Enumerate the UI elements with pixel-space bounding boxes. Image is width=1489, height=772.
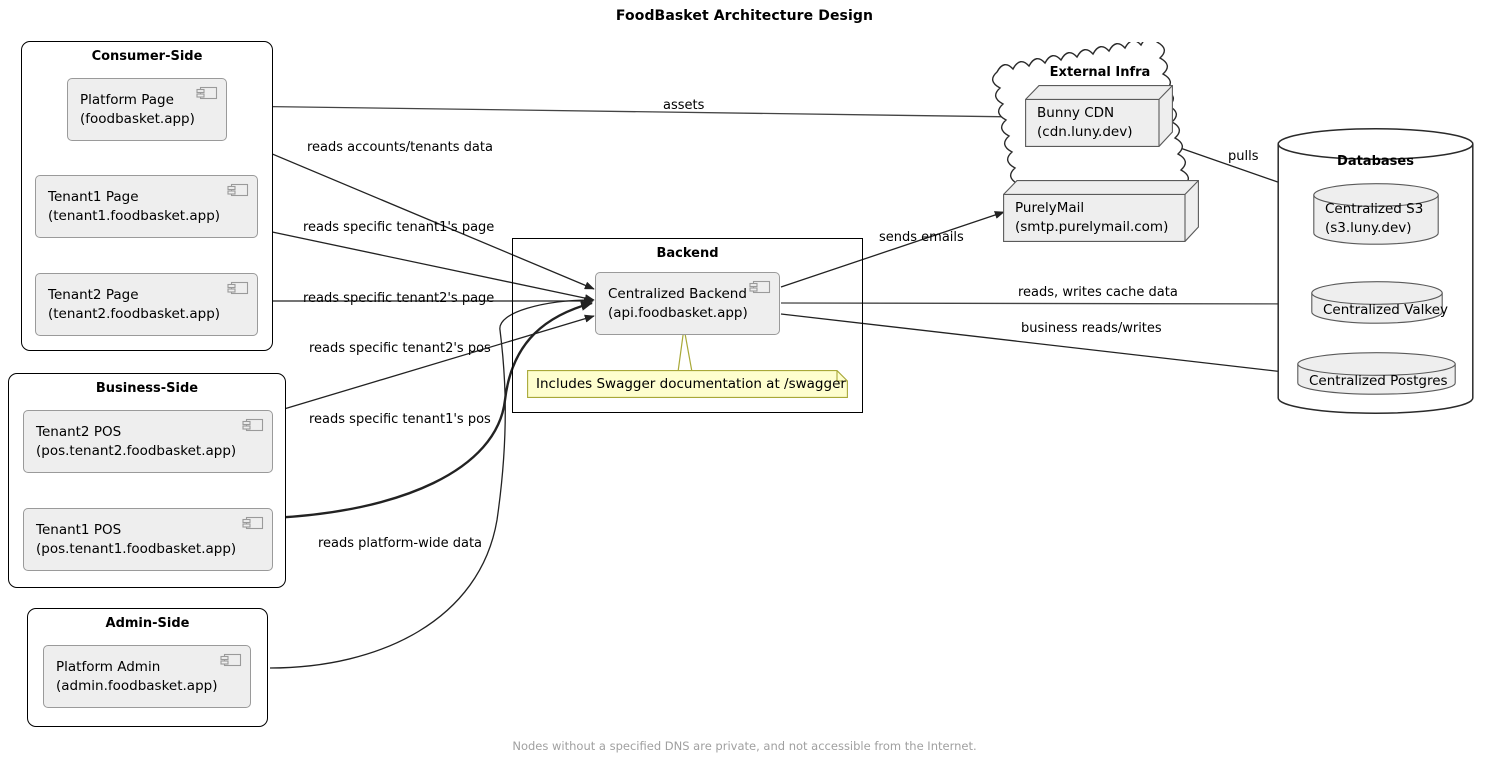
edge-label-accounts-tenants: reads accounts/tenants data [307, 140, 493, 155]
node-bunny-cdn[interactable]: Bunny CDN(cdn.luny.dev) [1025, 85, 1173, 147]
group-backend: Backend [512, 238, 863, 413]
edge-label-tenant2-page: reads specific tenant2's page [303, 291, 495, 306]
component-platform-admin[interactable]: Platform Admin(admin.foodbasket.app) [43, 645, 251, 708]
component-tenant1-page[interactable]: Tenant1 Page(tenant1.foodbasket.app) [35, 175, 258, 238]
edge-label-tenant2-pos: reads specific tenant2's pos [309, 341, 491, 356]
edge-label-cache-data: reads, writes cache data [1018, 285, 1178, 300]
component-tenant2-pos-label: Tenant2 POS(pos.tenant2.foodbasket.app) [36, 423, 237, 459]
database-centralized-valkey-label: Centralized Valkey [1323, 302, 1449, 318]
database-centralized-valkey[interactable]: Centralized Valkey [1311, 281, 1448, 324]
edge-label-platform-wide: reads platform-wide data [318, 536, 483, 551]
component-platform-admin-label: Platform Admin(admin.foodbasket.app) [56, 658, 218, 694]
group-databases-title: Databases [1337, 154, 1414, 169]
group-backend-title: Backend [656, 246, 719, 261]
edge-label-tenant1-page: reads specific tenant1's page [303, 220, 495, 235]
component-platform-page[interactable]: Platform Page(foodbasket.app) [67, 78, 227, 141]
edge-assets [226, 105, 1022, 121]
edge-label-business-rw: business reads/writes [1021, 321, 1162, 336]
component-tenant2-page-label: Tenant2 Page(tenant2.foodbasket.app) [48, 286, 221, 322]
diagram-footer-note: Nodes without a specified DNS are privat… [512, 739, 977, 753]
uml-component-icon [196, 86, 218, 100]
group-consumer-side-title: Consumer-Side [91, 49, 203, 64]
edge-label-sends-emails: sends emails [879, 230, 964, 245]
component-centralized-backend-label: Centralized Backend(api.foodbasket.app) [608, 285, 748, 321]
note-swagger: Includes Swagger documentation at /swagg… [527, 370, 848, 398]
node-purelymail-label: PurelyMail(smtp.purelymail.com) [1015, 200, 1169, 235]
database-centralized-postgres-label: Centralized Postgres [1309, 373, 1448, 389]
uml-component-icon [227, 183, 249, 197]
database-centralized-s3[interactable]: Centralized S3(s3.luny.dev) [1313, 183, 1439, 245]
database-centralized-postgres[interactable]: Centralized Postgres [1297, 352, 1456, 395]
uml-component-icon [242, 516, 264, 530]
uml-component-icon [227, 281, 249, 295]
diagram-title: FoodBasket Architecture Design [615, 8, 874, 24]
node-purelymail[interactable]: PurelyMail(smtp.purelymail.com) [1003, 180, 1199, 242]
component-tenant2-page[interactable]: Tenant2 Page(tenant2.foodbasket.app) [35, 273, 258, 336]
uml-component-icon [749, 280, 771, 294]
component-tenant2-pos[interactable]: Tenant2 POS(pos.tenant2.foodbasket.app) [23, 410, 273, 473]
edge-label-assets: assets [663, 98, 705, 113]
component-tenant1-pos[interactable]: Tenant1 POS(pos.tenant1.foodbasket.app) [23, 508, 273, 571]
group-admin-side-title: Admin-Side [105, 616, 190, 631]
edge-label-pulls: pulls [1228, 149, 1259, 164]
component-tenant1-page-label: Tenant1 Page(tenant1.foodbasket.app) [48, 188, 221, 224]
note-swagger-label: Includes Swagger documentation at /swagg… [536, 376, 846, 392]
group-external-infra-title: External Infra [1049, 65, 1151, 80]
node-bunny-cdn-label: Bunny CDN(cdn.luny.dev) [1037, 105, 1133, 140]
uml-component-icon [242, 418, 264, 432]
uml-component-icon [220, 653, 242, 667]
database-container-top [1277, 128, 1474, 160]
component-centralized-backend[interactable]: Centralized Backend(api.foodbasket.app) [595, 272, 780, 335]
component-tenant1-pos-label: Tenant1 POS(pos.tenant1.foodbasket.app) [36, 521, 237, 557]
edge-label-tenant1-pos: reads specific tenant1's pos [309, 412, 491, 427]
database-centralized-s3-label: Centralized S3(s3.luny.dev) [1325, 201, 1424, 236]
group-business-side-title: Business-Side [95, 381, 199, 396]
component-platform-page-label: Platform Page(foodbasket.app) [80, 91, 195, 127]
